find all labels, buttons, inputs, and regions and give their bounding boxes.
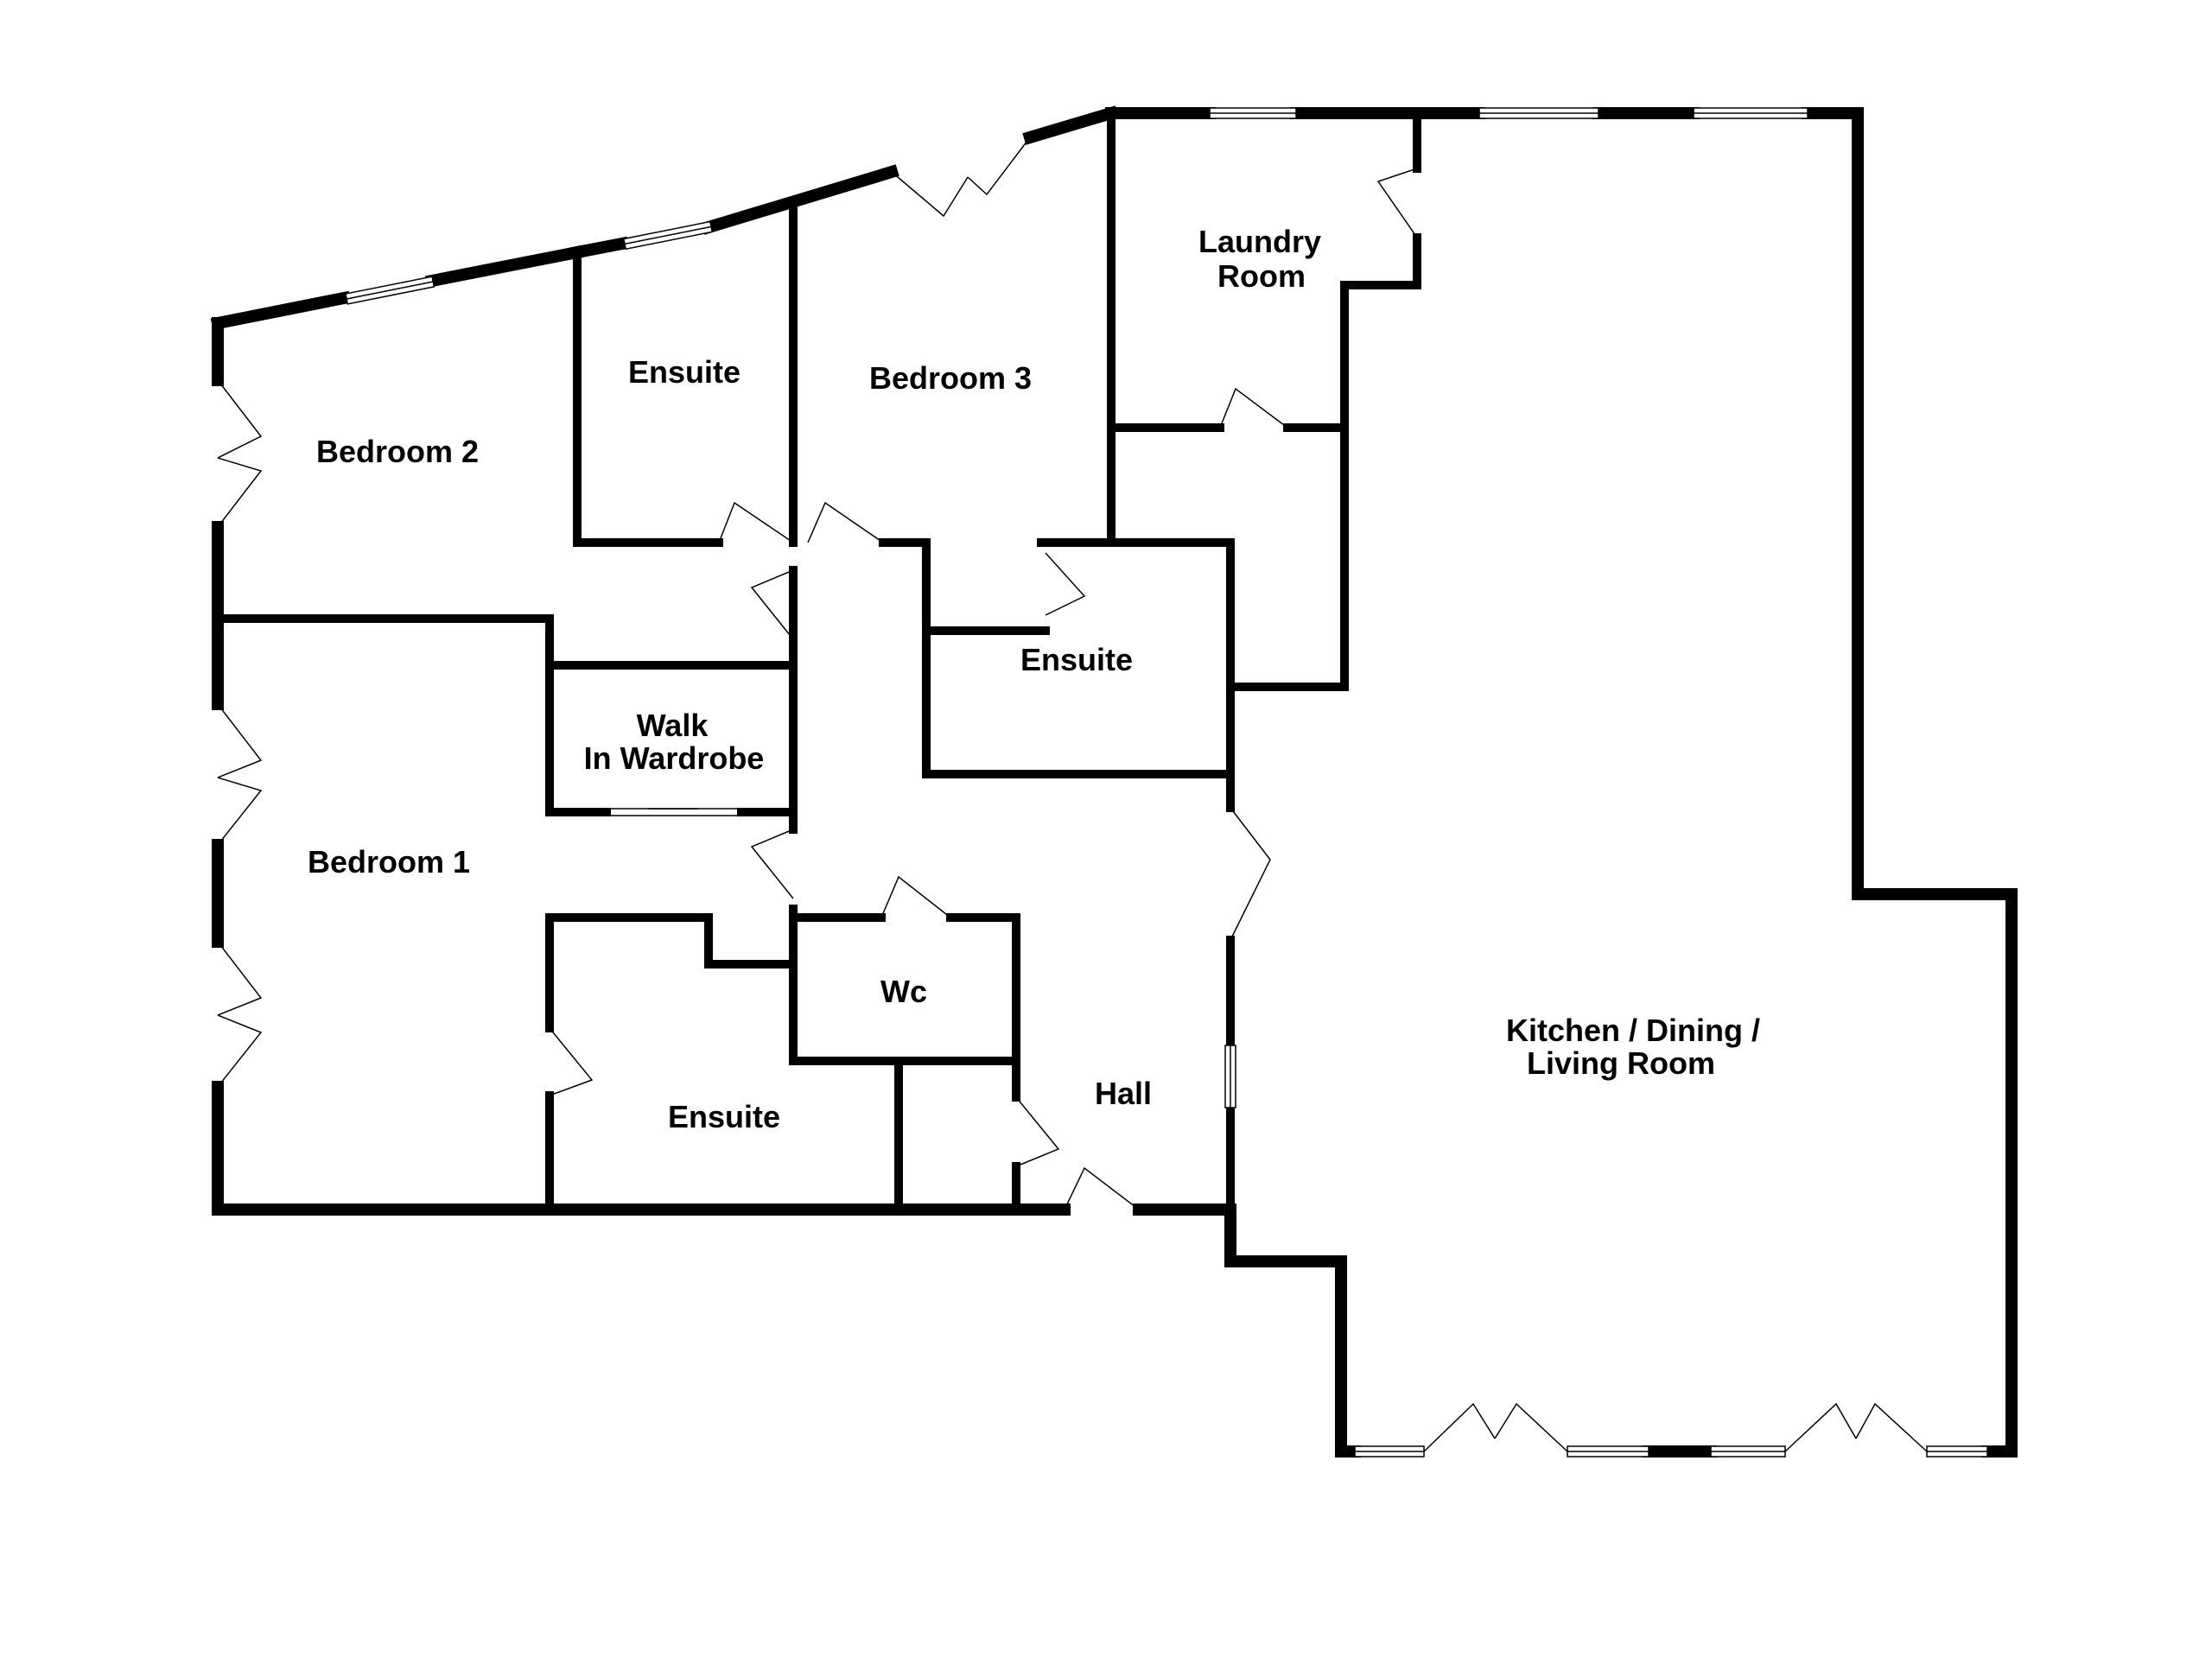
door (750, 829, 794, 899)
room-label-laundry-1: Laundry (1198, 224, 1321, 259)
window (345, 276, 435, 305)
room-label-bedroom1: Bedroom 1 (308, 844, 470, 880)
door (750, 569, 794, 640)
interior-walls (213, 109, 1421, 1214)
room-label-kitchen-1: Kitchen / Dining / (1506, 1013, 1760, 1048)
sliding-door (607, 808, 741, 816)
door (1015, 1096, 1060, 1167)
door (1064, 1166, 1140, 1210)
exterior-walls (210, 105, 2018, 1458)
window (1354, 1445, 1425, 1458)
room-label-ensuite-top: Ensuite (628, 354, 741, 390)
window (1478, 107, 1599, 119)
room-label-hall: Hall (1095, 1076, 1152, 1111)
window (1710, 1445, 1786, 1458)
door (549, 1027, 594, 1096)
door (807, 501, 884, 543)
window (1209, 107, 1297, 119)
room-label-laundry-2: Room (1217, 258, 1306, 294)
french-door (891, 137, 1031, 218)
room-label-ensuite-bottom: Ensuite (668, 1099, 780, 1134)
door (718, 501, 794, 543)
french-door (1784, 1402, 1928, 1452)
french-door (217, 941, 263, 1088)
french-door (217, 703, 263, 846)
room-labels: Bedroom 2 Ensuite Bedroom 3 Laundry Room… (308, 224, 1760, 1134)
french-door (1423, 1402, 1568, 1452)
window (1926, 1445, 1988, 1458)
window (622, 220, 714, 251)
door (1045, 552, 1086, 616)
door (1219, 387, 1288, 429)
doors (217, 137, 1928, 1452)
door (880, 875, 951, 918)
room-label-bedroom2: Bedroom 2 (316, 434, 479, 469)
door (1376, 168, 1418, 238)
windows (345, 107, 1988, 1458)
window (1224, 1045, 1236, 1108)
room-label-kitchen-2: Living Room (1527, 1045, 1715, 1081)
room-label-wc: Wc (880, 974, 927, 1009)
room-label-walkin-1: Walk (637, 708, 709, 743)
french-door (217, 379, 263, 528)
door (1230, 807, 1271, 941)
window (1693, 107, 1808, 119)
room-label-bedroom3: Bedroom 3 (869, 360, 1032, 396)
window (1567, 1445, 1649, 1458)
room-label-walkin-2: In Wardrobe (584, 740, 765, 776)
room-label-ensuite-mid: Ensuite (1020, 642, 1133, 677)
